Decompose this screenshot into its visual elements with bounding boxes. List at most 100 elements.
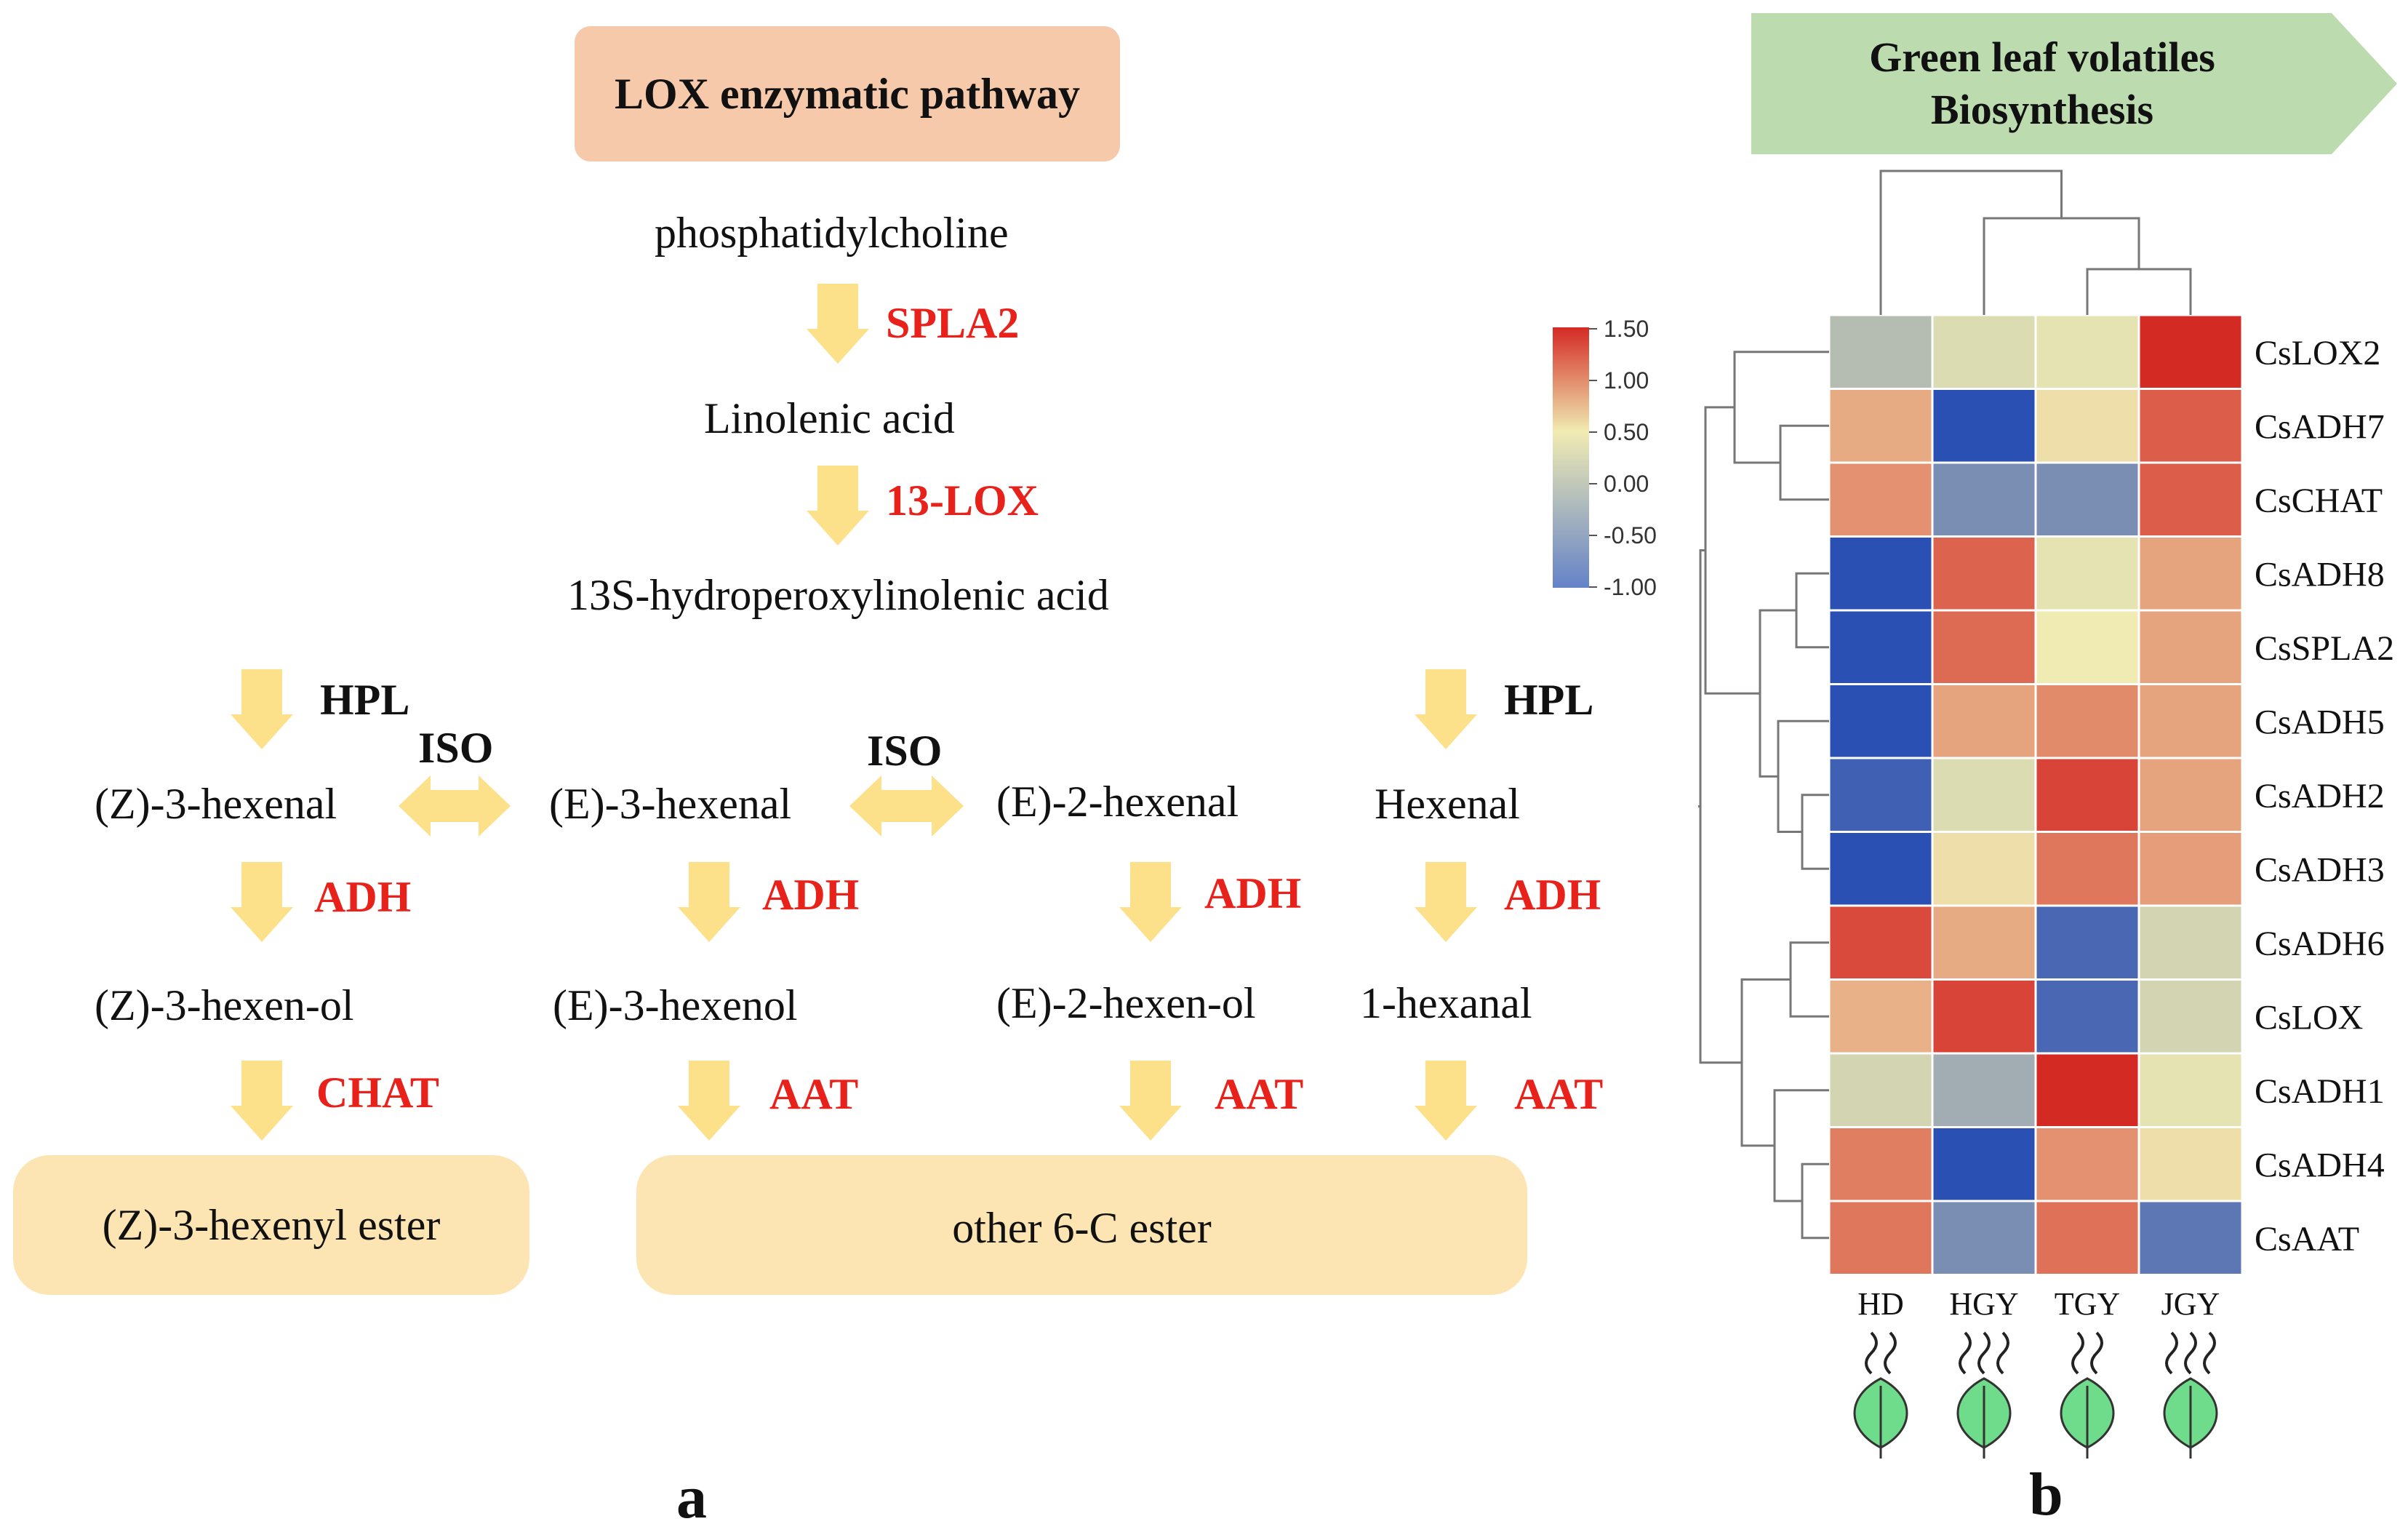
enzyme-hpl-left: HPL: [320, 676, 410, 724]
banner-line-1: Green leaf volatiles: [1869, 33, 2215, 81]
heatmap-cell-CsADH1-HGY: [1931, 1052, 2037, 1128]
heatmap-cell-CsADH2-HGY: [1931, 757, 2037, 833]
heatmap-cell-CsLOX-JGY: [2137, 978, 2244, 1055]
heatmap-cell-CsADH7-JGY: [2137, 388, 2244, 464]
legend-tick-label: -0.50: [1604, 522, 1657, 548]
tea-leaf-icon: [1853, 1331, 1908, 1459]
heatmap-cell-CsCHAT-HD: [1828, 461, 1934, 538]
heatmap-cell-CsCHAT-TGY: [2034, 461, 2140, 538]
row-label-CsADH1: CsADH1: [2255, 1072, 2385, 1111]
heatmap-cell-CsSPLA2-TGY: [2034, 609, 2140, 685]
heatmap-cell-CsSPLA2-HD: [1828, 609, 1934, 685]
heatmap-cell-CsADH5-HD: [1828, 683, 1934, 759]
enzyme-chat: CHAT: [316, 1069, 439, 1117]
enzyme-adh-2: ADH: [762, 871, 860, 919]
heatmap-cell-CsADH4-JGY: [2137, 1126, 2244, 1202]
node-z3-hexen-ol: (Z)-3-hexen-ol: [95, 981, 354, 1029]
row-label-CsADH7: CsADH7: [2255, 407, 2385, 446]
heatmap-cell-CsADH8-HGY: [1931, 535, 2037, 612]
panel-label-b: b: [2029, 1461, 2063, 1528]
enzyme-13-lox: 13-LOX: [886, 476, 1039, 524]
node-e2-hexen-ol: (E)-2-hexen-ol: [996, 979, 1256, 1027]
legend-tick-label: 1.50: [1604, 316, 1649, 342]
node-1-hexanal: 1-hexanal: [1360, 979, 1532, 1027]
heatmap-cell-CsADH5-JGY: [2137, 683, 2244, 759]
legend-tick-label: 0.50: [1604, 419, 1649, 445]
row-label-CsADH2: CsADH2: [2255, 777, 2385, 815]
row-label-CsADH5: CsADH5: [2255, 703, 2385, 741]
ester-box-other: [636, 1155, 1527, 1295]
enzyme-aat-2: AAT: [1215, 1070, 1304, 1118]
heatmap-cell-CsAAT-TGY: [2034, 1200, 2140, 1276]
heatmap-cell-CsADH4-HD: [1828, 1126, 1934, 1202]
heatmap-cell-CsADH6-HD: [1828, 904, 1934, 981]
heatmap-cell-CsADH3-JGY: [2137, 831, 2244, 907]
legend-tick-label: 1.00: [1604, 367, 1649, 394]
enzyme-adh-1: ADH: [314, 873, 412, 921]
row-label-CsCHAT: CsCHAT: [2255, 482, 2383, 520]
column-dendrogram: [1879, 169, 2192, 315]
node-other-6c-ester: other 6-C ester: [952, 1203, 1212, 1252]
row-label-CsLOX: CsLOX: [2255, 998, 2363, 1037]
node-e3-hexenal: (E)-3-hexenal: [549, 780, 792, 828]
node-linolenic-acid: Linolenic acid: [704, 394, 955, 442]
enzyme-aat-1: AAT: [769, 1070, 859, 1118]
heatmap-cell-CsADH6-TGY: [2034, 904, 2140, 981]
heatmap-cell-CsADH8-JGY: [2137, 535, 2244, 612]
enzyme-aat-3: AAT: [1514, 1070, 1604, 1118]
heatmap-cell-CsADH5-TGY: [2034, 683, 2140, 759]
heatmap-cell-CsADH8-TGY: [2034, 535, 2140, 612]
heatmap-cell-CsADH1-HD: [1828, 1052, 1934, 1128]
heatmap-cell-CsADH6-JGY: [2137, 904, 2244, 981]
panel-label-a: a: [676, 1464, 707, 1531]
column-label-HGY: HGY: [1949, 1286, 2018, 1322]
heatmap-cell-CsADH8-HD: [1828, 535, 1934, 612]
node-z3-hexenal: (Z)-3-hexenal: [95, 780, 337, 828]
enzyme-adh-3: ADH: [1204, 869, 1302, 917]
heatmap-cell-CsCHAT-JGY: [2137, 461, 2244, 538]
heatmap-cell-CsADH4-HGY: [1931, 1126, 2037, 1202]
heatmap-cell-CsLOX2-HGY: [1931, 314, 2037, 390]
row-label-CsSPLA2: CsSPLA2: [2255, 629, 2394, 668]
pathway-title: LOX enzymatic pathway: [575, 26, 1120, 161]
legend-tick-label: 0.00: [1604, 471, 1649, 497]
heatmap-cell-CsADH2-JGY: [2137, 757, 2244, 833]
row-label-CsADH4: CsADH4: [2255, 1146, 2385, 1184]
legend-tick-label: -1.00: [1604, 574, 1657, 600]
tea-leaf-icon: [2060, 1331, 2115, 1459]
color-legend-bar: [1553, 327, 1589, 588]
row-label-CsLOX2: CsLOX2: [2255, 334, 2380, 372]
heatmap-cell-CsADH3-TGY: [2034, 831, 2140, 907]
row-dendrogram: [1698, 351, 1829, 1240]
heatmap-cell-CsADH2-HD: [1828, 757, 1934, 833]
glv-banner: [1751, 13, 2397, 154]
tea-leaf-icon: [2163, 1331, 2218, 1459]
heatmap-cell-CsADH3-HGY: [1931, 831, 2037, 907]
heatmap-cell-CsLOX2-JGY: [2137, 314, 2244, 390]
row-label-CsAAT: CsAAT: [2255, 1220, 2359, 1258]
heatmap-cell-CsADH5-HGY: [1931, 683, 2037, 759]
heatmap-cell-CsSPLA2-HGY: [1931, 609, 2037, 685]
heatmap-cell-CsLOX-HD: [1828, 978, 1934, 1055]
enzyme-hpl-right: HPL: [1504, 676, 1594, 724]
column-label-HD: HD: [1857, 1286, 1904, 1322]
row-label-CsADH3: CsADH3: [2255, 850, 2385, 889]
heatmap-cell-CsADH1-TGY: [2034, 1052, 2140, 1128]
tea-leaf-icon: [1956, 1331, 2012, 1459]
glv-banner-text: Green leaf volatiles Biosynthesis: [1751, 13, 2333, 154]
column-label-TGY: TGY: [2055, 1286, 2120, 1322]
heatmap-cell-CsLOX2-HD: [1828, 314, 1934, 390]
node-z3-hexenyl-ester: (Z)-3-hexenyl ester: [102, 1200, 441, 1249]
heatmap-cell-CsLOX-HGY: [1931, 978, 2037, 1055]
heatmap-cell-CsADH2-TGY: [2034, 757, 2140, 833]
heatmap-cell-CsADH1-JGY: [2137, 1052, 2244, 1128]
heatmap-cell-CsLOX-TGY: [2034, 978, 2140, 1055]
node-phosphatidylcholine: phosphatidylcholine: [655, 209, 1009, 257]
heatmap-cell-CsADH3-HD: [1828, 831, 1934, 907]
enzyme-spla2: SPLA2: [886, 299, 1020, 347]
heatmap-cell-CsADH7-HD: [1828, 388, 1934, 464]
heatmap-cell-CsADH4-TGY: [2034, 1126, 2140, 1202]
heatmap-cell-CsAAT-JGY: [2137, 1200, 2244, 1276]
heatmap-cell-CsAAT-HD: [1828, 1200, 1934, 1276]
